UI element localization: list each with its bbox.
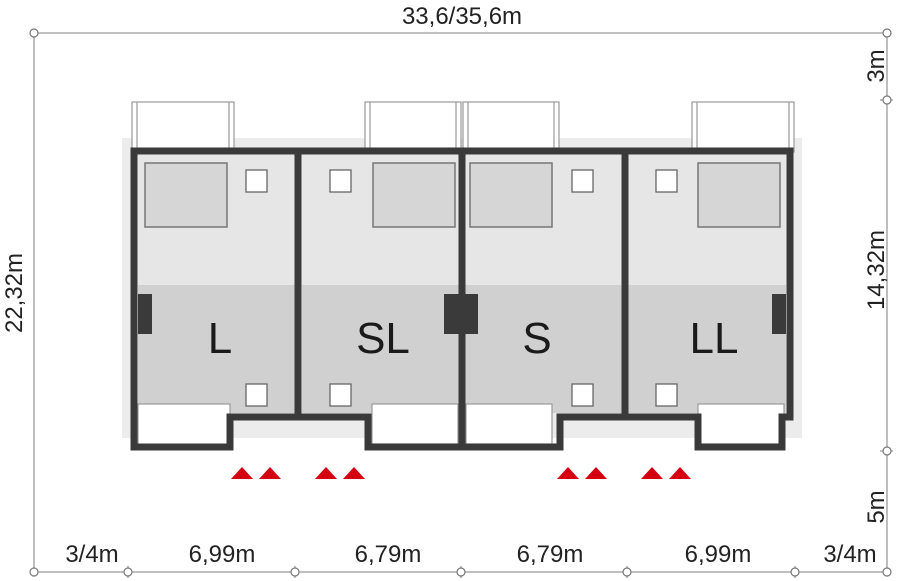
unit-width-label-1: 6,99m xyxy=(189,541,256,568)
windows xyxy=(144,162,781,228)
unit-label-s: S xyxy=(522,314,551,363)
entrance-arrow-icon xyxy=(669,467,691,479)
front-balconies xyxy=(137,403,785,449)
entrance-arrow-icon xyxy=(315,467,337,479)
unit-width-label-3: 6,79m xyxy=(517,541,584,568)
entrance-arrow-icon xyxy=(259,467,281,479)
entrance-arrow-icon xyxy=(641,467,663,479)
setback-back-label: 3m xyxy=(863,49,890,82)
shafts xyxy=(245,169,678,407)
total-depth-label: 22,32m xyxy=(1,253,28,333)
total-width-label: 33,6/35,6m xyxy=(402,3,522,30)
entrance-arrow-icon xyxy=(343,467,365,479)
setback-right-label: 3/4m xyxy=(823,541,876,568)
unit-label-sl: SL xyxy=(356,314,410,363)
setback-left-label: 3/4m xyxy=(65,541,118,568)
unit-label-ll: LL xyxy=(690,314,739,363)
setback-front-label: 5m xyxy=(863,490,890,523)
dimension-nodes xyxy=(29,28,892,577)
entrance-arrow-icon xyxy=(231,467,253,479)
back-terraces xyxy=(131,101,795,153)
entrance-arrow-icon xyxy=(557,467,579,479)
entrance-arrow-icon xyxy=(585,467,607,479)
walls xyxy=(130,147,794,451)
unit-width-label-2: 6,79m xyxy=(355,541,422,568)
entrance-markers xyxy=(231,467,691,479)
unit-label-l: L xyxy=(208,314,232,363)
unit-width-label-4: 6,99m xyxy=(685,541,752,568)
building-depth-label: 14,32m xyxy=(863,230,890,310)
